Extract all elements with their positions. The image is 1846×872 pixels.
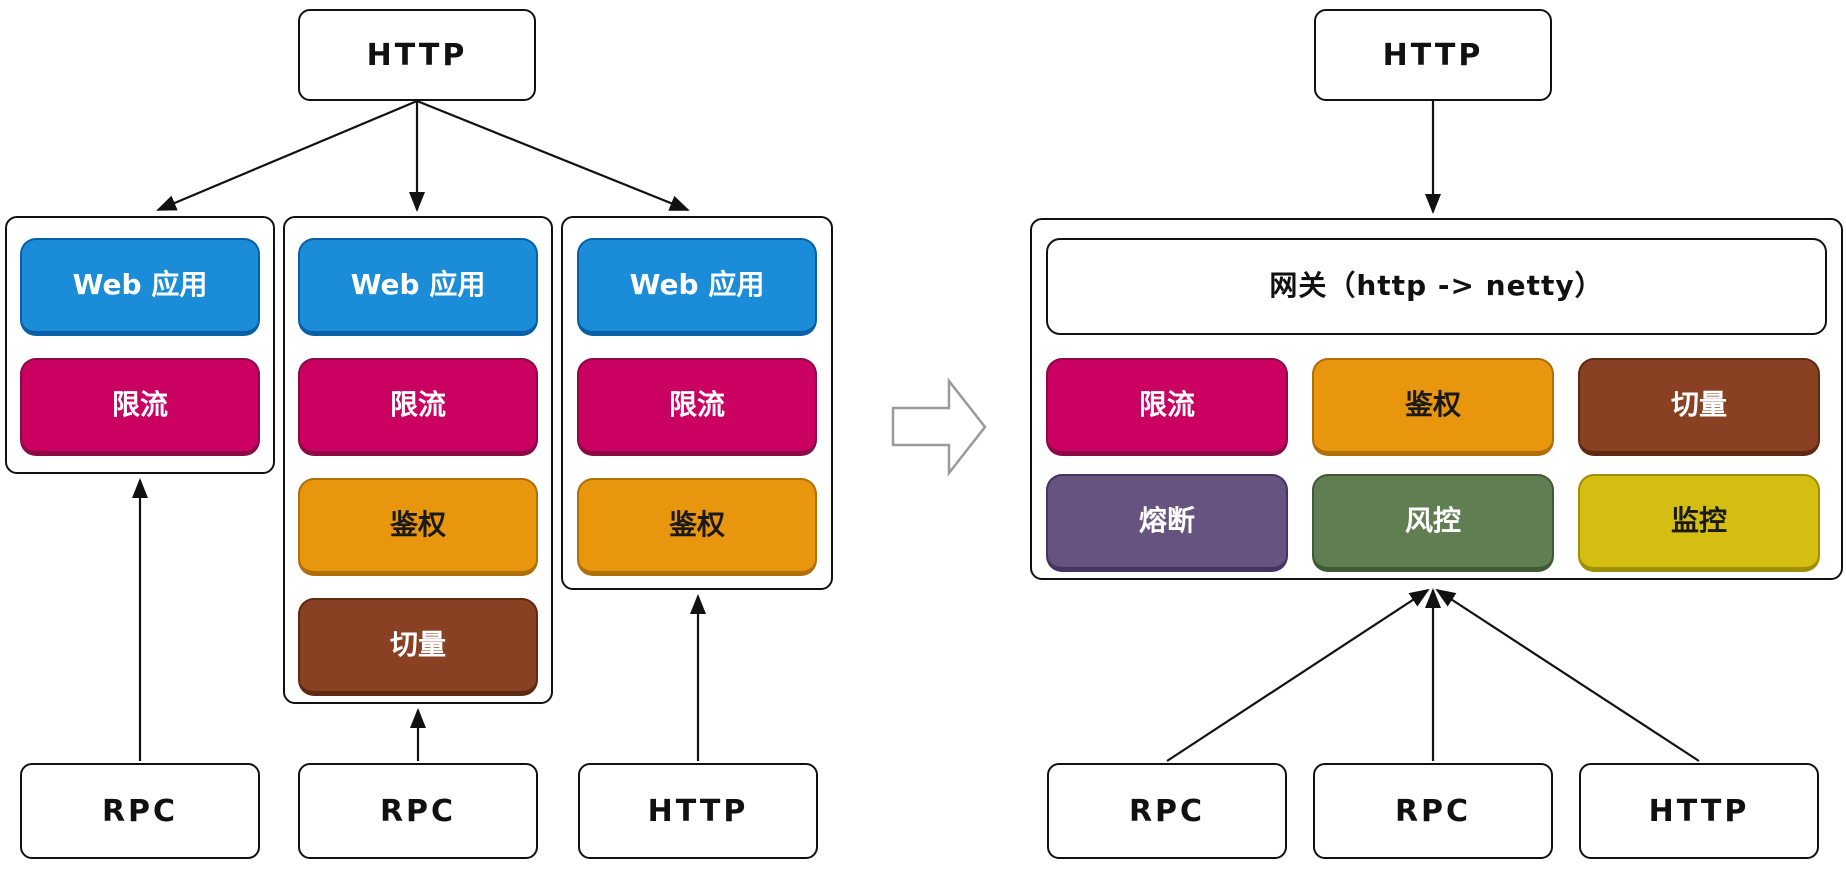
gateway-auth-box: 鉴权 xyxy=(1312,358,1554,456)
left-app3-auth-box-label: 鉴权 xyxy=(668,508,725,542)
gateway-rate-limit-box: 限流 xyxy=(1046,358,1288,456)
right-rpc-source-2-box-label: RPC xyxy=(1394,793,1472,829)
left-app2-rate-limit-box-label: 限流 xyxy=(389,388,446,422)
left-http-source-box: HTTP xyxy=(298,9,536,101)
left-rpc-source-2-box: RPC xyxy=(298,763,538,859)
left-app2-traffic-cut-box-label: 切量 xyxy=(389,628,446,662)
left-http-source-3-box: HTTP xyxy=(578,763,818,859)
arrow-rpc1-to-gateway xyxy=(1166,588,1430,762)
left-app3-auth-box: 鉴权 xyxy=(577,478,817,576)
left-app1-web-app-box-label: Web 应用 xyxy=(72,268,208,302)
left-rpc-source-2-box-label: RPC xyxy=(379,793,457,829)
right-http-source-3-box: HTTP xyxy=(1579,763,1819,859)
left-app3-web-app-box-label: Web 应用 xyxy=(629,268,765,302)
gateway-risk-control-box-label: 风控 xyxy=(1404,504,1461,538)
left-app3-rate-limit-box-label: 限流 xyxy=(668,388,725,422)
transform-arrow-icon xyxy=(891,377,987,477)
arrow-http-to-group3 xyxy=(416,99,690,212)
left-app2-traffic-cut-box: 切量 xyxy=(298,598,538,696)
left-app2-web-app-box: Web 应用 xyxy=(298,238,538,336)
gateway-monitor-box: 监控 xyxy=(1578,474,1820,572)
right-http-source-box: HTTP xyxy=(1314,9,1552,101)
gateway-circuit-break-box: 熔断 xyxy=(1046,474,1288,572)
right-http-source-3-box-label: HTTP xyxy=(1648,793,1750,829)
right-rpc-source-2-box: RPC xyxy=(1313,763,1553,859)
left-app2-web-app-box-label: Web 应用 xyxy=(350,268,486,302)
connector-arrows xyxy=(132,99,1700,762)
left-app2-auth-box-label: 鉴权 xyxy=(389,508,446,542)
gateway-auth-box-label: 鉴权 xyxy=(1404,388,1461,422)
gateway-monitor-box-label: 监控 xyxy=(1670,504,1727,538)
gateway-circuit-break-box-label: 熔断 xyxy=(1138,504,1195,538)
left-app3-rate-limit-box: 限流 xyxy=(577,358,817,456)
left-rpc-source-1-box-label: RPC xyxy=(101,793,179,829)
arrow-http-to-group1 xyxy=(156,99,418,212)
gateway-rate-limit-box-label: 限流 xyxy=(1138,388,1195,422)
right-http-source-box-label: HTTP xyxy=(1382,37,1484,73)
left-app1-rate-limit-box-label: 限流 xyxy=(111,388,168,422)
arrow-http3-to-gateway xyxy=(1435,588,1700,762)
left-app1-rate-limit-box: 限流 xyxy=(20,358,260,456)
left-rpc-source-1-box: RPC xyxy=(20,763,260,859)
left-http-source-3-box-label: HTTP xyxy=(647,793,749,829)
left-app2-rate-limit-box: 限流 xyxy=(298,358,538,456)
gateway-title-box: 网关（http -> netty） xyxy=(1046,238,1827,335)
gateway-traffic-cut-box: 切量 xyxy=(1578,358,1820,456)
left-app1-web-app-box: Web 应用 xyxy=(20,238,260,336)
right-rpc-source-1-box-label: RPC xyxy=(1128,793,1206,829)
gateway-traffic-cut-box-label: 切量 xyxy=(1670,388,1727,422)
right-rpc-source-1-box: RPC xyxy=(1047,763,1287,859)
gateway-title-box-label: 网关（http -> netty） xyxy=(1269,269,1604,303)
left-app2-auth-box: 鉴权 xyxy=(298,478,538,576)
left-http-source-box-label: HTTP xyxy=(366,37,468,73)
left-app3-web-app-box: Web 应用 xyxy=(577,238,817,336)
gateway-risk-control-box: 风控 xyxy=(1312,474,1554,572)
